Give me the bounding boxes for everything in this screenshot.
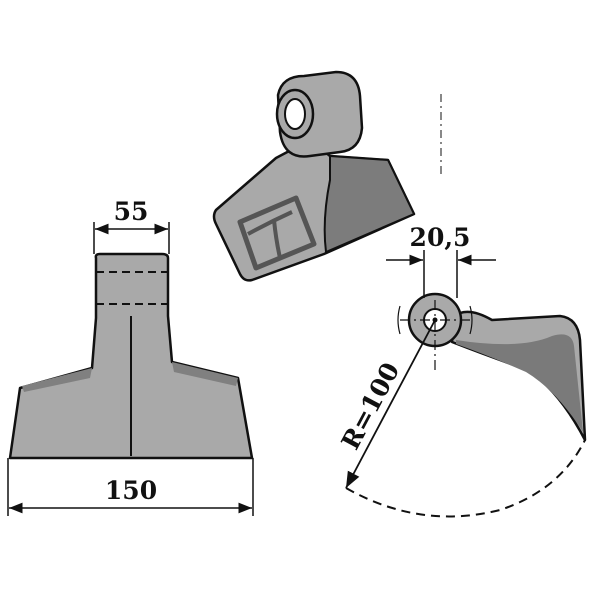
- dimension-20-5: 20,5: [386, 223, 496, 298]
- front-view: [8, 252, 254, 460]
- isometric-bore-hole: [284, 98, 306, 130]
- radius-line: [345, 321, 435, 489]
- side-view: [397, 94, 587, 442]
- radius-arc: [345, 439, 586, 518]
- front-view-bevel-right: [172, 362, 238, 386]
- isometric-view: [212, 70, 416, 282]
- isometric-bevel: [323, 155, 415, 253]
- dimension-150: 150: [7, 458, 254, 516]
- side-view-blade-bevel: [456, 334, 583, 432]
- stamp-mark: [237, 195, 317, 271]
- dimension-20-5-label: 20,5: [410, 223, 471, 252]
- dimension-55-label: 55: [114, 197, 149, 226]
- dimension-55: 55: [93, 197, 170, 254]
- radius-label: R=100: [336, 358, 406, 455]
- dimension-150-label: 150: [105, 476, 157, 505]
- front-view-bevel-left: [22, 368, 92, 392]
